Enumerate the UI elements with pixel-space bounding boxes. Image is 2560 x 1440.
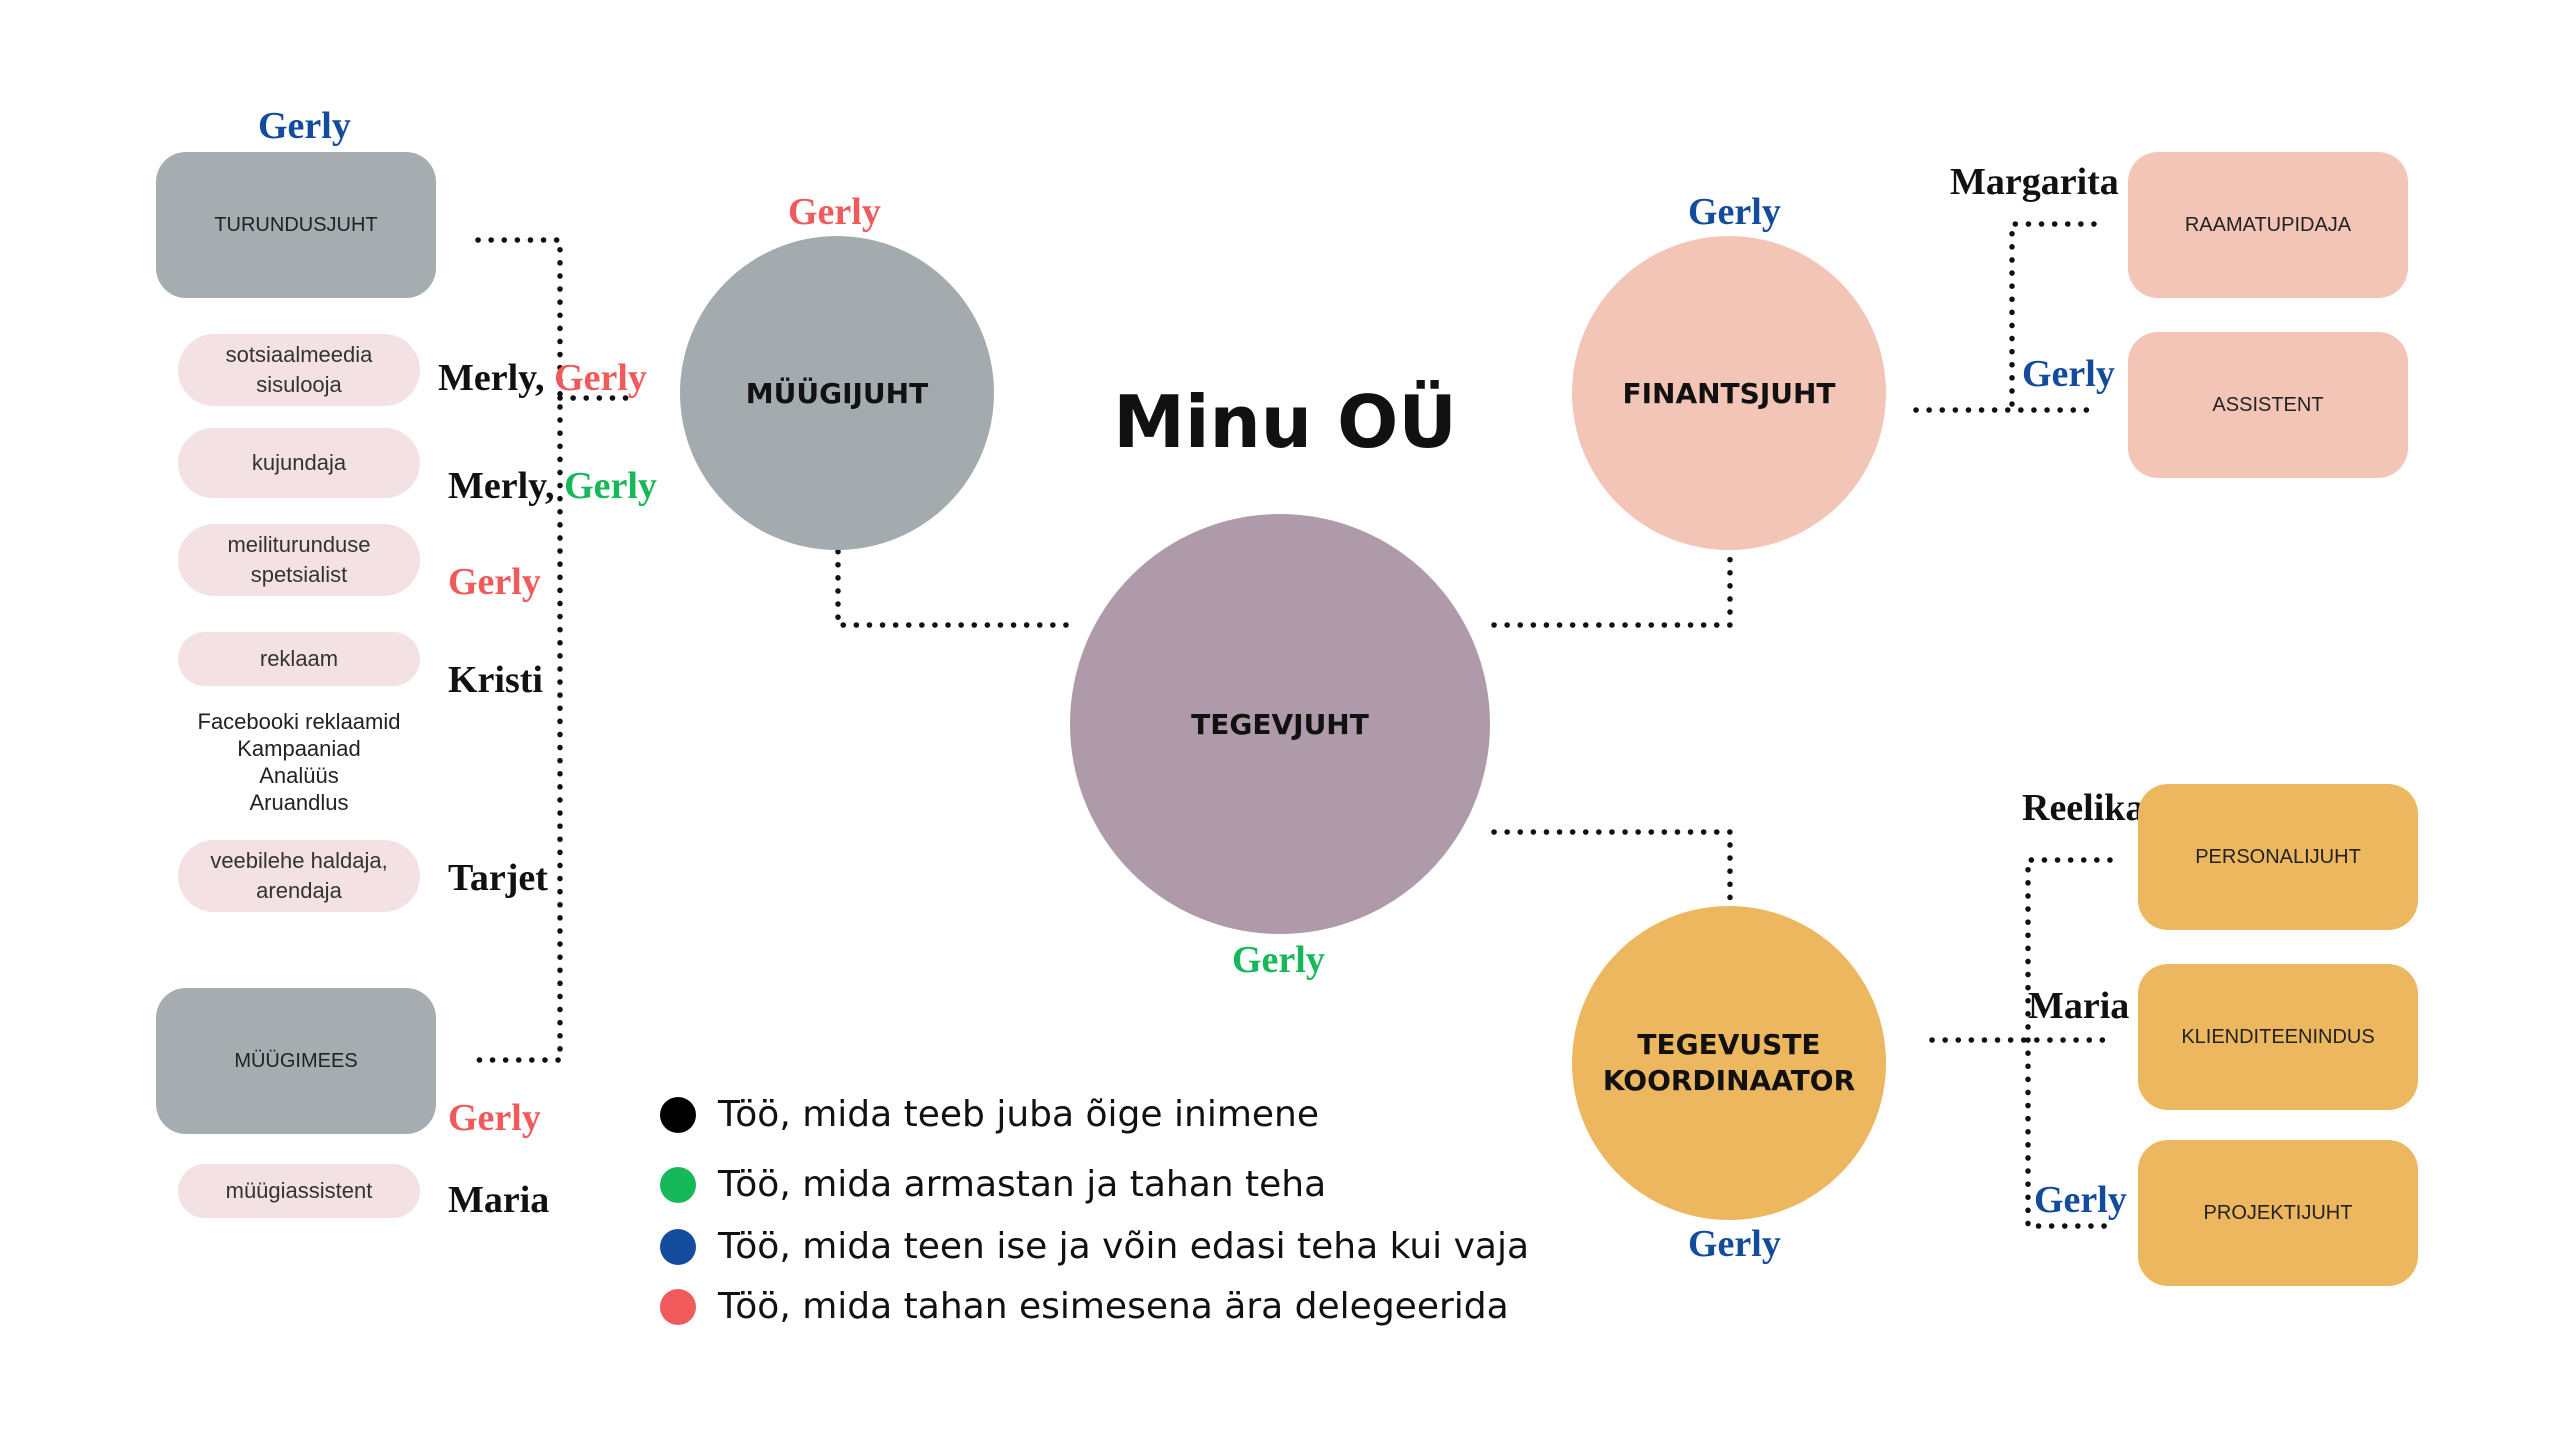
task-veebileht-names: Tarjet — [448, 856, 548, 900]
task-kujundaja[interactable]: kujundaja — [178, 428, 420, 498]
page-title: Minu OÜ — [1113, 380, 1457, 464]
task-reklaam[interactable]: reklaam — [178, 632, 420, 686]
assistent-box[interactable]: ASSISTENT — [2128, 332, 2408, 478]
task-myygiassistent-label: müügiassistent — [225, 1178, 373, 1203]
finantsjuht-label: FINANTSJUHT — [1622, 376, 1836, 410]
myygimees-box[interactable]: MÜÜGIMEES — [156, 988, 436, 1134]
connector-raamatupidaja — [2009, 221, 2097, 413]
legend-text: Töö, mida teen ise ja võin edasi teha ku… — [718, 1226, 1530, 1267]
personalijuht-box[interactable]: PERSONALIJUHT — [2138, 784, 2418, 930]
reklaam-detail: Aruandlus — [249, 790, 349, 815]
assistent-owner: Gerly — [2022, 353, 2115, 395]
turundusjuht-label: TURUNDUSJUHT — [214, 213, 378, 236]
connector-turundusjuht — [475, 237, 563, 1063]
myygijuht-owner: Gerly — [788, 191, 881, 233]
klienditeenindus-label: KLIENDITEENINDUS — [2181, 1025, 2375, 1048]
myygimees-label: MÜÜGIMEES — [234, 1049, 358, 1072]
klienditeenindus-owner: Maria — [2028, 985, 2130, 1027]
raamatupidaja-label: RAAMATUPIDAJA — [2184, 213, 2352, 236]
klienditeenindus-box[interactable]: KLIENDITEENINDUS — [2138, 964, 2418, 1110]
name-gerly: Gerly — [564, 465, 657, 507]
myygiassistent-owner: Maria — [448, 1179, 550, 1221]
tegevjuht-owner: Gerly — [1232, 939, 1325, 981]
name-kristi: Kristi — [448, 659, 543, 701]
projektijuht-label: PROJEKTIJUHT — [2203, 1201, 2353, 1224]
connector-tegevjuht-myygijuht — [835, 497, 1069, 628]
legend-item-green: Töö, mida armastan ja tahan teha — [660, 1164, 1326, 1205]
legend-item-blue: Töö, mida teen ise ja võin edasi teha ku… — [660, 1226, 1529, 1267]
reklaam-detail: Analüüs — [259, 763, 339, 788]
myygimees-owner: Gerly — [448, 1097, 541, 1139]
legend-item-black: Töö, mida teeb juba õige inimene — [660, 1094, 1319, 1135]
task-sotsiaalmeedia[interactable]: sotsiaalmeedia sisulooja — [178, 334, 420, 406]
projektijuht-box[interactable]: PROJEKTIJUHT — [2138, 1140, 2418, 1286]
personalijuht-owner: Reelika — [2022, 787, 2145, 829]
task-sotsiaalmeedia-label: sotsiaalmeedia sisulooja — [225, 342, 373, 397]
name-gerly: Gerly — [448, 561, 541, 603]
connector-koordinaator-branch — [2025, 857, 2113, 1229]
task-kujundaja-label: kujundaja — [251, 450, 347, 475]
finantsjuht-circle[interactable]: FINANTSJUHT — [1572, 236, 1886, 550]
myygijuht-circle[interactable]: MÜÜGIJUHT — [680, 236, 994, 550]
task-kujundaja-names: Merly, Gerly — [448, 464, 657, 508]
turundusjuht-owner: Gerly — [258, 105, 351, 147]
task-veebileht-label: veebilehe haldaja, arendaja — [210, 848, 388, 903]
koordinaator-circle[interactable]: TEGEVUSTE KOORDINAATOR — [1572, 906, 1886, 1220]
legend-item-red: Töö, mida tahan esimesena ära delegeerid… — [660, 1286, 1509, 1327]
task-myygiassistent[interactable]: müügiassistent — [178, 1164, 420, 1218]
legend-text: Töö, mida armastan ja tahan teha — [718, 1164, 1327, 1205]
task-meiliturundus[interactable]: meiliturunduse spetsialist — [178, 524, 420, 596]
name-merly: Merly, — [438, 357, 545, 399]
task-sotsiaalmeedia-names: Merly, Gerly — [438, 356, 647, 400]
name-gerly: Gerly — [554, 357, 647, 399]
task-reklaam-names: Kristi — [448, 658, 543, 702]
name-merly: Merly, — [448, 465, 555, 507]
legend-dot — [660, 1228, 696, 1265]
connector-tegevjuht-finantsjuht — [1491, 497, 1733, 628]
legend-text: Töö, mida teeb juba õige inimene — [718, 1094, 1319, 1135]
legend-dot — [660, 1288, 696, 1325]
task-meiliturundus-label: meiliturunduse spetsialist — [227, 532, 371, 587]
personalijuht-label: PERSONALIJUHT — [2195, 845, 2361, 868]
legend-dot — [660, 1166, 696, 1203]
task-meiliturundus-names: Gerly — [448, 560, 541, 604]
legend-text: Töö, mida tahan esimesena ära delegeerid… — [718, 1286, 1509, 1327]
finantsjuht-owner: Gerly — [1688, 191, 1781, 233]
koordinaator-label: TEGEVUSTE KOORDINAATOR — [1602, 1028, 1856, 1097]
raamatupidaja-box[interactable]: RAAMATUPIDAJA — [2128, 152, 2408, 298]
task-veebileht[interactable]: veebilehe haldaja, arendaja — [178, 840, 420, 912]
assistent-label: ASSISTENT — [2212, 393, 2324, 416]
myygijuht-label: MÜÜGIJUHT — [745, 376, 929, 410]
reklaam-details: Facebooki reklaamid Kampaaniad Analüüs A… — [158, 708, 440, 816]
reklaam-detail: Facebooki reklaamid — [197, 709, 401, 734]
koordinaator-owner: Gerly — [1688, 1223, 1781, 1265]
projektijuht-owner: Gerly — [2034, 1179, 2127, 1221]
legend-dot — [660, 1096, 696, 1133]
turundusjuht-box[interactable]: TURUNDUSJUHT — [156, 152, 436, 298]
reklaam-detail: Kampaaniad — [237, 736, 361, 761]
tegevjuht-label: TEGEVJUHT — [1191, 707, 1369, 741]
raamatupidaja-owner: Margarita — [1950, 161, 2119, 203]
tegevjuht-circle[interactable]: TEGEVJUHT — [1070, 514, 1490, 934]
task-reklaam-label: reklaam — [259, 646, 339, 671]
name-tarjet: Tarjet — [448, 857, 548, 899]
